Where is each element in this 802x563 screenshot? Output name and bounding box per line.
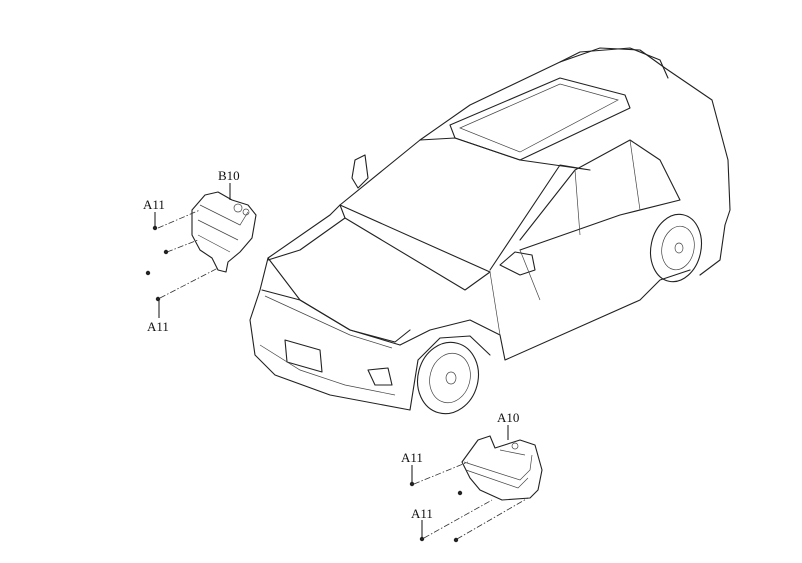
vehicle-illustration xyxy=(249,47,731,415)
label-a11-top-left: A11 xyxy=(143,197,165,212)
part-b10-illustration xyxy=(191,183,257,273)
label-a10: A10 xyxy=(497,410,519,425)
label-b10: B10 xyxy=(218,168,240,183)
label-a11-bottom-left: A11 xyxy=(147,319,169,334)
label-a11-top-right: A11 xyxy=(401,450,423,465)
label-a11-bottom-right: A11 xyxy=(411,506,433,521)
part-a10-illustration xyxy=(461,425,543,501)
screws-right xyxy=(409,481,463,543)
screws-left xyxy=(145,225,169,302)
